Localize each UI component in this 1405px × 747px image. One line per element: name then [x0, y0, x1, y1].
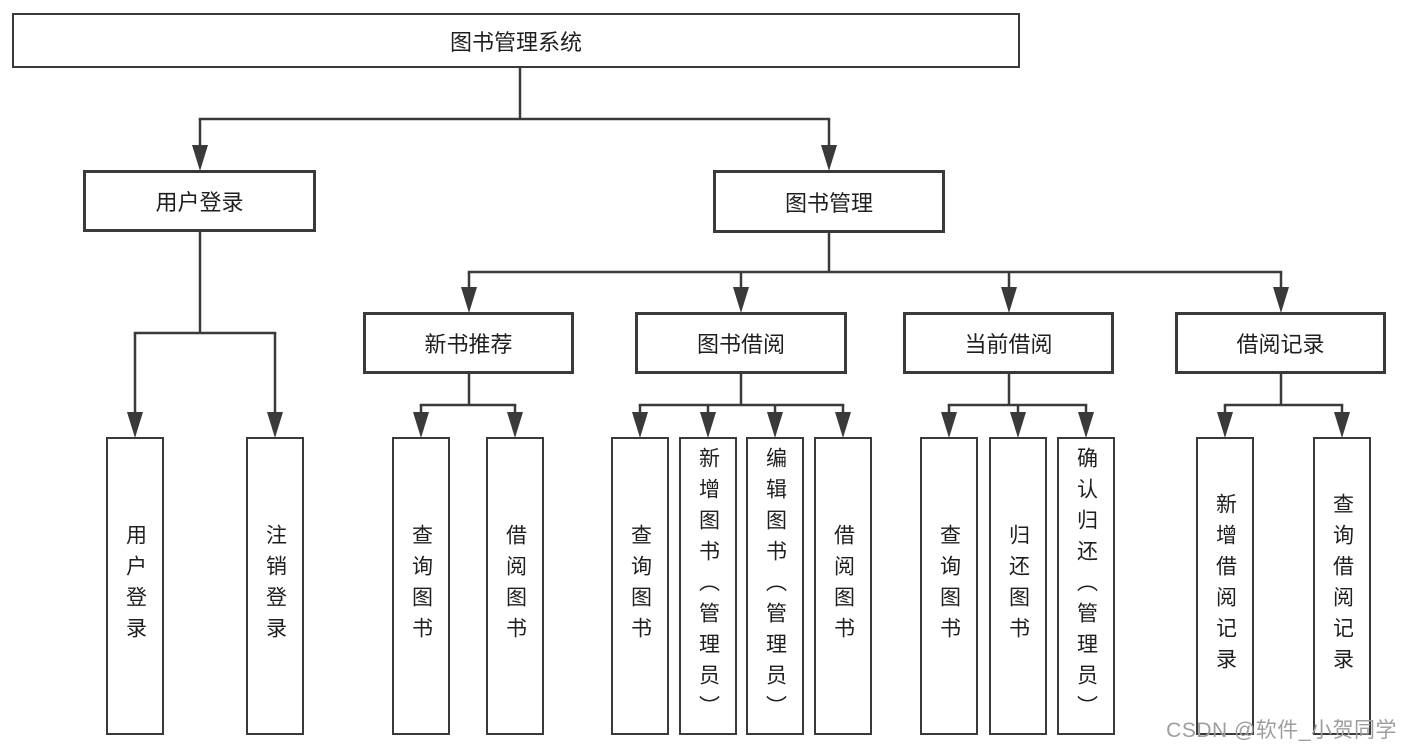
node-book-management-label: 图书管理	[784, 190, 873, 216]
connector-book-mgmt-children	[467, 233, 1283, 289]
leaf-user-login: 用户登录	[106, 437, 164, 735]
leaf-query-borrow-record: 查询借阅记录	[1313, 437, 1371, 735]
connector-user-login-children	[133, 232, 277, 414]
leaf-query-books-recommend: 查询图书	[392, 437, 450, 735]
csdn-watermark: CSDN @软件_小贺同学	[1166, 719, 1397, 742]
leaf-confirm-return-admin-label: 确认归还（管理员）	[1074, 446, 1098, 726]
leaf-borrow-books: 借阅图书	[814, 437, 872, 735]
node-library-system-label: 图书管理系统	[449, 29, 582, 55]
leaf-add-book-admin-label: 新增图书（管理员）	[696, 446, 720, 726]
node-book-borrow-label: 图书借阅	[696, 332, 785, 357]
arrowheads-leaves	[127, 412, 1350, 438]
node-library-system: 图书管理系统	[12, 13, 1020, 68]
leaf-confirm-return-admin: 确认归还（管理员）	[1057, 437, 1115, 735]
leaf-return-book: 归还图书	[989, 437, 1047, 735]
node-borrow-records: 借阅记录	[1175, 312, 1386, 374]
leaf-query-books-borrow: 查询图书	[611, 437, 669, 735]
leaf-add-borrow-record-label: 新增借阅记录	[1213, 493, 1237, 679]
leaf-user-login-label: 用户登录	[123, 524, 147, 648]
arrowheads-level3	[461, 287, 1289, 313]
leaf-edit-book-admin: 编辑图书（管理员）	[746, 437, 804, 735]
leaf-add-book-admin: 新增图书（管理员）	[679, 437, 737, 735]
leaf-borrow-books-label: 借阅图书	[831, 524, 855, 648]
leaf-query-books-current: 查询图书	[920, 437, 978, 735]
arrowheads-level2	[192, 145, 837, 171]
node-current-borrow-label: 当前借阅	[964, 332, 1053, 357]
node-book-management: 图书管理	[713, 170, 945, 233]
leaf-query-books-current-label: 查询图书	[937, 524, 961, 648]
leaf-borrow-books-recommend-label: 借阅图书	[503, 524, 527, 648]
node-user-login-label: 用户登录	[155, 190, 244, 215]
node-borrow-records-label: 借阅记录	[1236, 332, 1325, 357]
connector-root-to-level2	[198, 68, 831, 147]
node-user-login: 用户登录	[83, 170, 316, 232]
leaf-query-books-borrow-label: 查询图书	[628, 524, 652, 648]
leaf-query-books-recommend-label: 查询图书	[409, 524, 433, 648]
node-new-book-recommend-label: 新书推荐	[424, 332, 513, 357]
node-new-book-recommend: 新书推荐	[363, 312, 574, 374]
leaf-add-borrow-record: 新增借阅记录	[1196, 437, 1254, 735]
connector-leaf-bars	[419, 374, 1344, 414]
leaf-edit-book-admin-label: 编辑图书（管理员）	[763, 446, 787, 726]
leaf-query-borrow-record-label: 查询借阅记录	[1330, 493, 1354, 679]
node-current-borrow: 当前借阅	[903, 312, 1114, 374]
leaf-return-book-label: 归还图书	[1006, 524, 1030, 648]
node-book-borrow: 图书借阅	[635, 312, 847, 374]
leaf-logout-label: 注销登录	[263, 524, 287, 648]
leaf-logout: 注销登录	[246, 437, 304, 735]
leaf-borrow-books-recommend: 借阅图书	[486, 437, 544, 735]
